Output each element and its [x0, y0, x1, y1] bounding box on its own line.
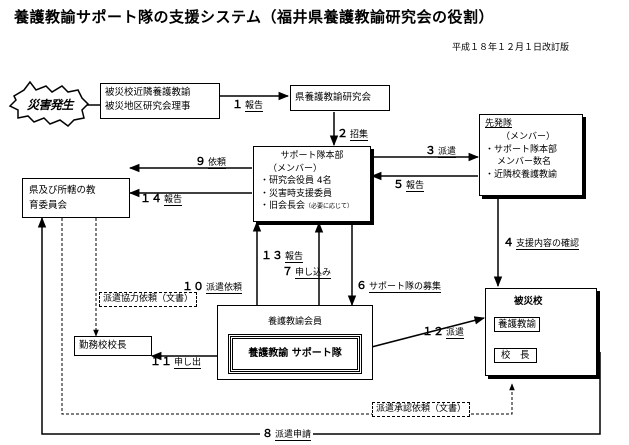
advance-team-box: 先発隊 （メンバー） ・サポート隊本部 メンバー数名 ・近隣校養護教諭 [479, 114, 583, 196]
hq-title: サポート隊本部 [280, 151, 344, 161]
dispatch-approval-note: 派遣承認依頼（文書） [372, 402, 471, 417]
board-line1: 県及び所轄の教 [29, 185, 96, 196]
support-team-box: 養護教諭 サポート隊 [228, 334, 362, 374]
principal-label: 勤務校校長 [79, 340, 127, 351]
arrow-step12 [359, 316, 486, 351]
advance-members: （メンバー） [501, 131, 556, 142]
hq-item2: ・災害時支援委員 [260, 188, 333, 199]
dispatch-cooperation-note: 派遣協力依頼（文書） [99, 292, 198, 307]
association-label: 県養護教諭研究会 [295, 92, 372, 103]
association-box: 県養護教諭研究会 [290, 85, 390, 111]
advance-item3: ・近隣校養護教諭 [485, 170, 558, 181]
revision-date: 平成１８年１２月１日改訂版 [452, 43, 570, 53]
hq-box: サポート隊本部 （メンバー） ・研究会役員 4名 ・災害時支援委員 ・旧会長会（… [253, 146, 371, 222]
reporter-line1: 被災校近隣養護教諭 [105, 87, 191, 98]
reporter-box: 被災校近隣養護教諭 被災地区研究会理事 [100, 83, 220, 119]
hq-item3-note: （必要に応じて） [305, 203, 354, 210]
hq-item1: ・研究会役員 4名 [260, 176, 332, 186]
affected-principal: 校 長 [494, 348, 537, 363]
page-title: 養護教諭サポート隊の支援システム（福井県養護教諭研究会の役割） [14, 8, 495, 26]
dispatch-approval-line [61, 218, 515, 415]
affected-school-box: 被災校 養護教諭 校 長 [485, 288, 597, 376]
advance-item1: ・サポート隊本部 [485, 144, 558, 155]
arrow-step8 [37, 216, 601, 435]
affected-title: 被災校 [514, 296, 543, 307]
board-line2: 育委員会 [29, 200, 68, 211]
board-of-education-box: 県及び所轄の教 育委員会 [22, 178, 130, 218]
disaster-burst [8, 80, 90, 127]
advance-item2: メンバー数名 [497, 157, 552, 168]
disaster-label: 災害発生 [26, 98, 74, 112]
support-team-label: 養護教諭 サポート隊 [248, 348, 342, 359]
members-title: 養護教諭会員 [267, 317, 322, 327]
affected-nurse: 養護教諭 [494, 317, 541, 332]
reporter-line2: 被災地区研究会理事 [105, 101, 191, 112]
hq-item3: ・旧会長会 [260, 201, 306, 211]
hq-members: （メンバー） [268, 163, 323, 174]
advance-title: 先発隊 [485, 119, 513, 129]
principal-box: 勤務校校長 [74, 336, 152, 356]
